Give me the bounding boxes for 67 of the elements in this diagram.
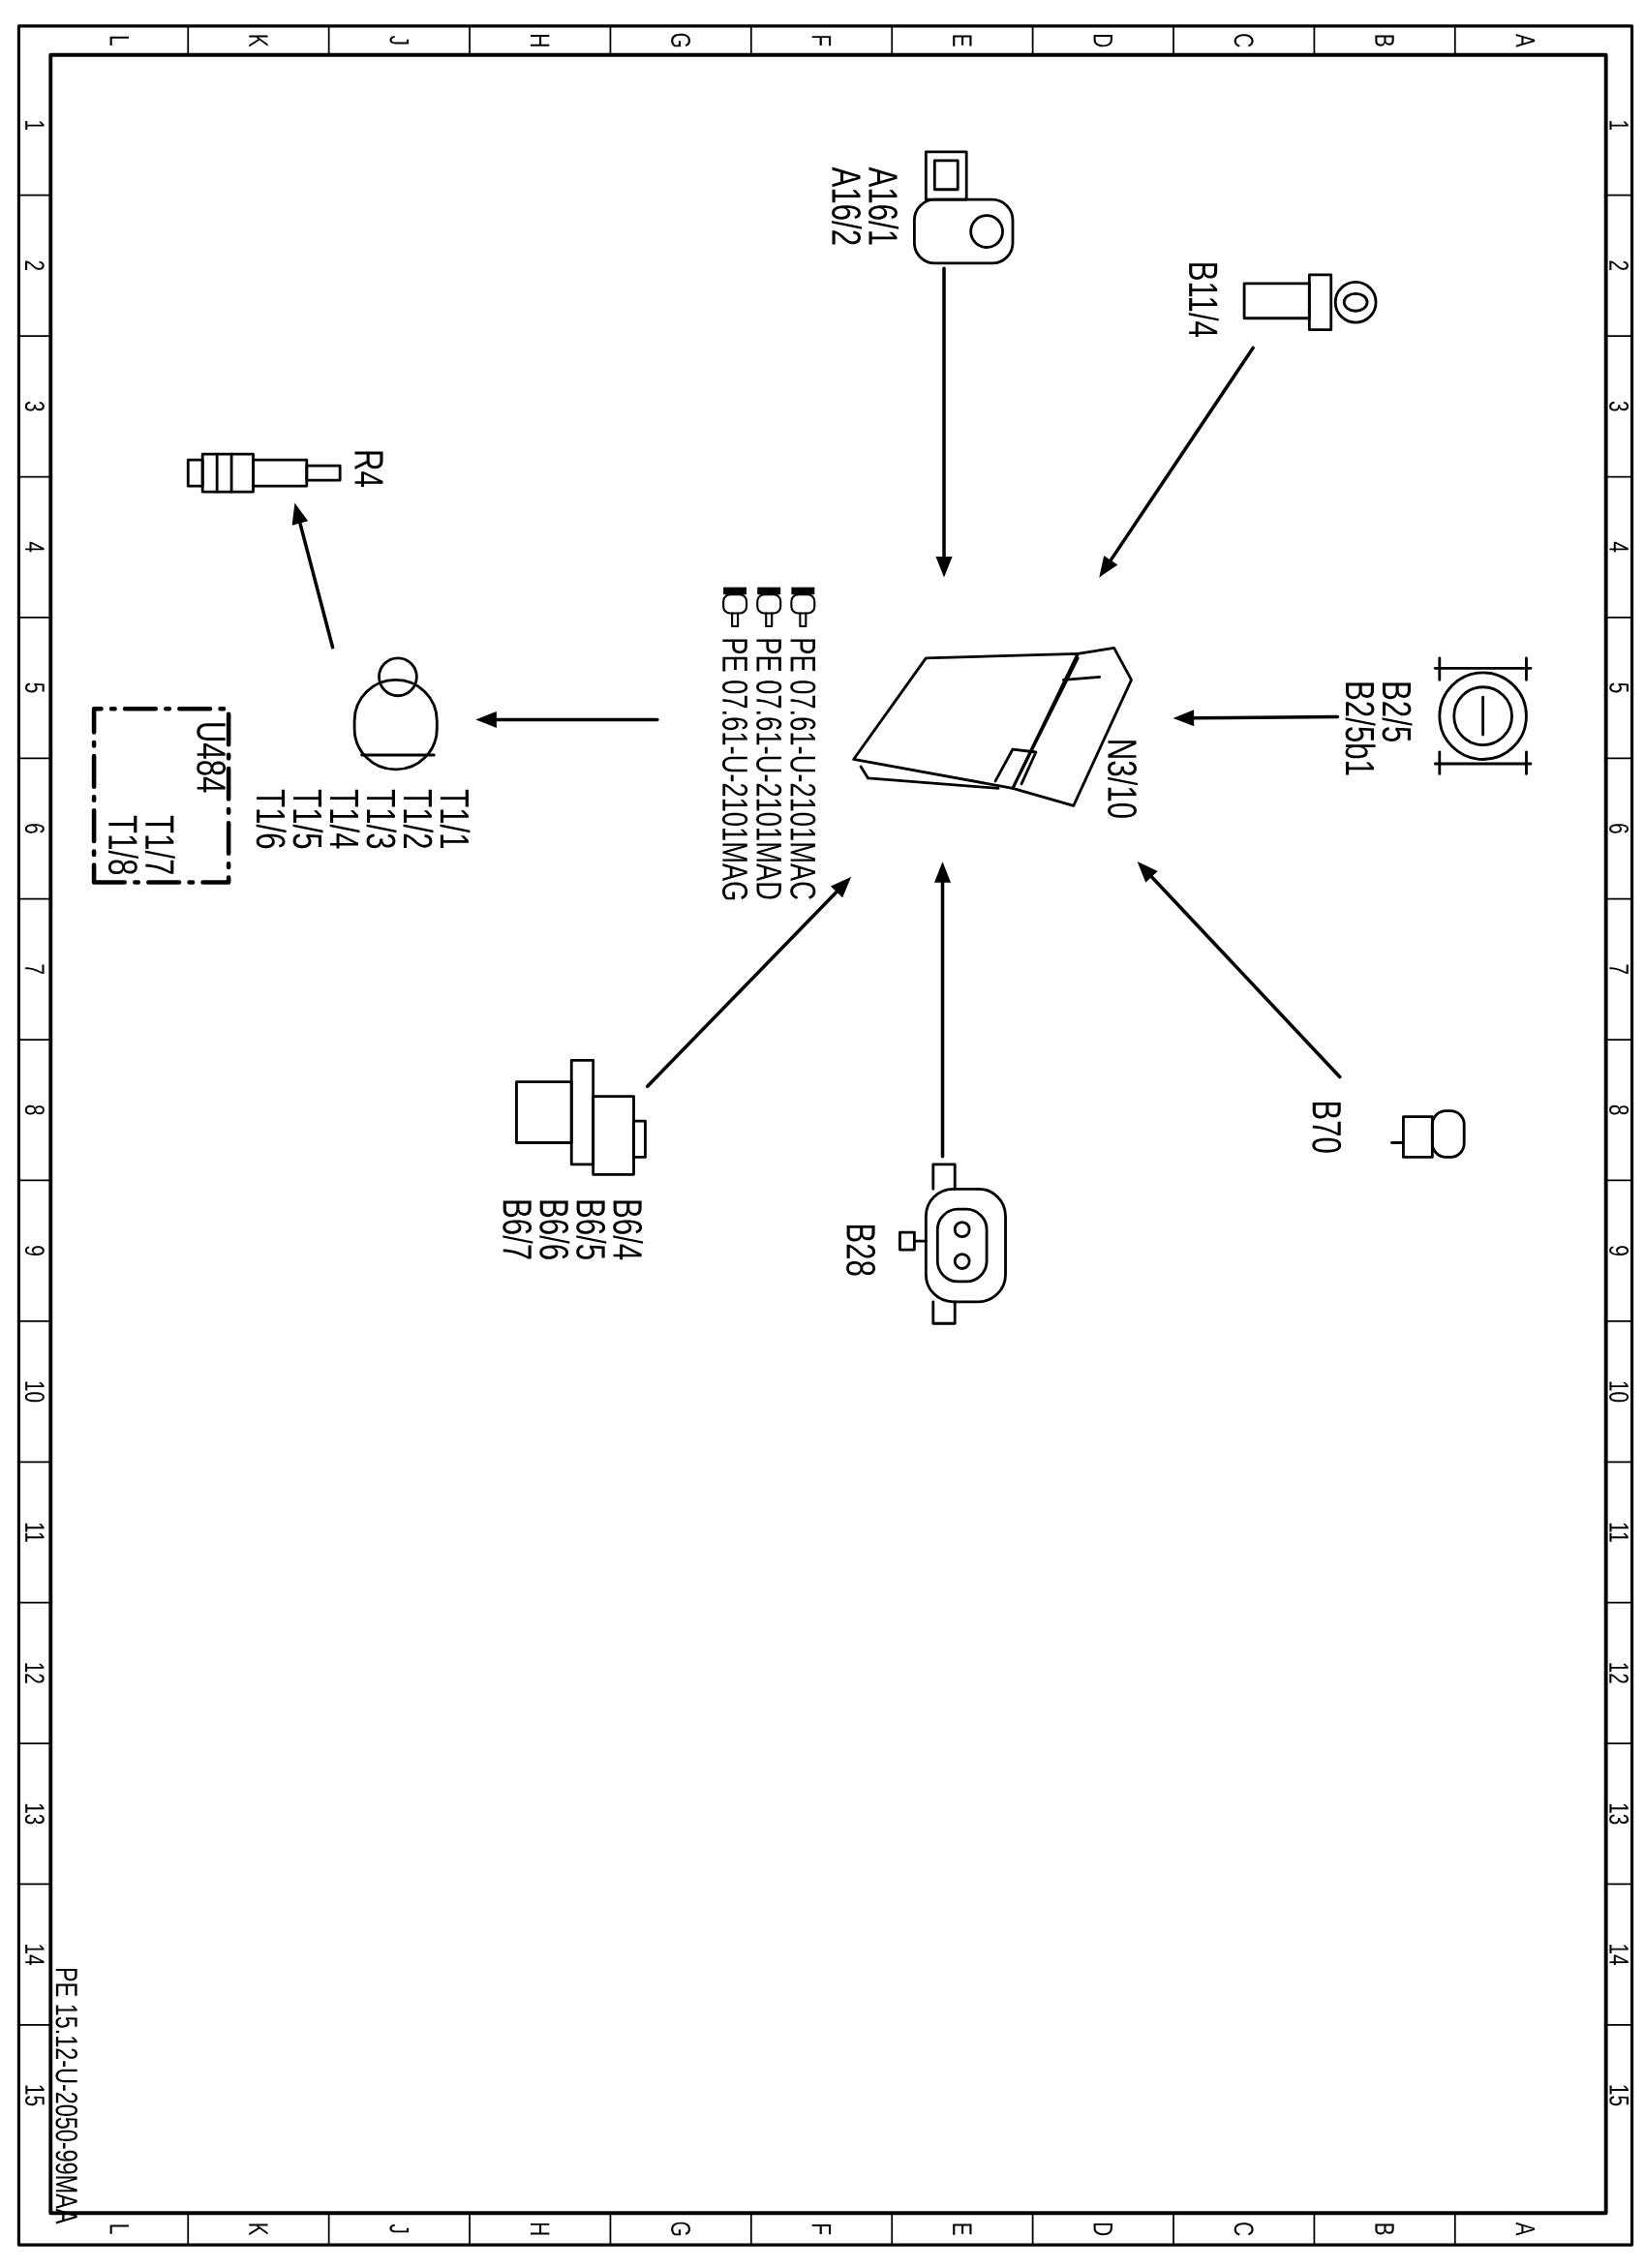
grid-letter: D (1093, 2223, 1112, 2236)
component-label: R4 (354, 451, 383, 487)
grid-letter: A (1515, 2222, 1536, 2236)
component-label: N3/10 (1108, 741, 1139, 818)
component-label: B11/4 (1188, 263, 1219, 337)
grid-number: 10 (24, 1381, 45, 1403)
grid-letter: E (953, 2223, 972, 2235)
component-label: B6/4 B6/5 B6/6 B6/7 (503, 1200, 644, 1260)
reference-note: PE 07.61-U-2101MAG (722, 639, 748, 900)
grid-letter: C (1234, 34, 1254, 47)
grid-number: 1 (25, 121, 45, 130)
grid-letter: D (1093, 35, 1112, 47)
grid-letter: F (811, 2224, 832, 2235)
grid-number: 14 (25, 1945, 45, 1966)
grid-number: 5 (25, 682, 45, 693)
grid-number: 8 (1609, 1104, 1630, 1115)
grid-letter: A (1515, 33, 1536, 47)
grid-number: 3 (1609, 401, 1630, 411)
grid-letter: E (953, 35, 972, 46)
reference-note: PE 07.61-U-2101MAC (790, 639, 816, 899)
grid-number: 10 (1609, 1381, 1630, 1403)
grid-letter: K (249, 35, 268, 47)
grid-number: 15 (25, 2085, 45, 2106)
grid-letter: F (811, 36, 832, 46)
grid-number: 11 (1609, 1523, 1629, 1542)
grid-letter: L (109, 2224, 129, 2234)
grid-number: 12 (1609, 1663, 1629, 1683)
grid-letter: G (671, 2222, 690, 2236)
grid-number: 9 (1609, 1246, 1630, 1255)
grid-number: 11 (25, 1523, 45, 1542)
grid-number: 4 (25, 541, 45, 553)
grid-letter: B (1375, 35, 1394, 46)
grid-number: 4 (1609, 541, 1629, 553)
grid-number: 2 (25, 260, 45, 271)
grid-number: 13 (1609, 1803, 1630, 1825)
component-label: A16/1 A16/2 (832, 166, 899, 245)
component-label: B70 (1312, 1102, 1342, 1153)
component-label: B28 (846, 1225, 875, 1276)
grid-letter: J (389, 35, 410, 45)
grid-number: 5 (1609, 682, 1629, 693)
component-label: T1/1 T1/2 T1/3 T1/4 T1/5 T1/6 (256, 789, 471, 849)
grid-number: 15 (1609, 2085, 1629, 2106)
reference-note: PE 07.61-U-2101MAD (756, 639, 782, 899)
grid-letter: B (1375, 2223, 1394, 2235)
component-label: T1/7 T1/8 (108, 815, 175, 875)
grid-number: 2 (1609, 260, 1629, 271)
grid-number: 7 (1609, 964, 1629, 975)
grid-number: 6 (1609, 824, 1630, 833)
grid-letter: G (671, 33, 690, 47)
grid-number: 13 (24, 1803, 45, 1825)
grid-number: 3 (24, 401, 45, 411)
grid-letter: H (531, 35, 550, 46)
grid-letter: L (109, 36, 129, 45)
grid-letter: J (389, 2223, 410, 2233)
grid-letter: C (1234, 2223, 1254, 2236)
component-label: B2/5 B2/5b1 (1345, 682, 1413, 775)
grid-letter: K (249, 2223, 268, 2236)
grid-number: 12 (25, 1663, 45, 1683)
grid-number: 1 (1609, 121, 1629, 130)
grid-number: 14 (1609, 1945, 1629, 1966)
grid-number: 9 (24, 1246, 45, 1255)
grid-number: 8 (24, 1104, 45, 1115)
component-label: U484 (197, 723, 227, 793)
grid-number: 6 (24, 824, 45, 833)
grid-letter: H (531, 2223, 550, 2235)
grid-number: 7 (25, 964, 45, 975)
drawing-number: PE 15.12-U-2050-99MAA (55, 1968, 77, 2224)
